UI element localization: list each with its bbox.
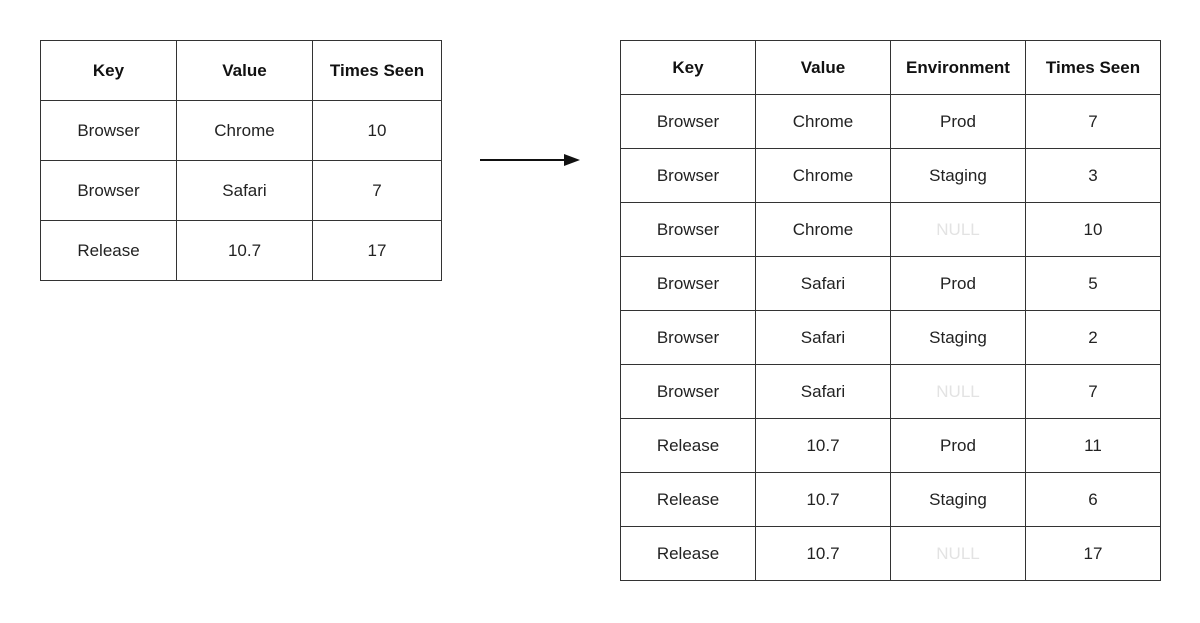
header-key: Key xyxy=(40,40,177,101)
table-after: Key Value Environment Times Seen Browser… xyxy=(620,40,1161,581)
cell-times-seen: 17 xyxy=(1025,526,1161,581)
cell-environment: Staging xyxy=(890,310,1026,365)
cell-value: 10.7 xyxy=(755,526,891,581)
cell-key: Browser xyxy=(620,310,756,365)
table-row: Browser Chrome 10 xyxy=(40,100,442,161)
cell-environment: Staging xyxy=(890,472,1026,527)
cell-key: Browser xyxy=(40,100,177,161)
cell-key: Browser xyxy=(620,364,756,419)
cell-times-seen: 5 xyxy=(1025,256,1161,311)
header-row: Key Value Environment Times Seen xyxy=(620,40,1161,95)
table-row: Browser Chrome Staging 3 xyxy=(620,148,1161,203)
cell-environment: Prod xyxy=(890,256,1026,311)
cell-value: 10.7 xyxy=(755,418,891,473)
cell-key: Browser xyxy=(40,160,177,221)
header-times-seen: Times Seen xyxy=(1025,40,1161,95)
cell-value: Chrome xyxy=(755,94,891,149)
table-row: Release 10.7 Prod 11 xyxy=(620,418,1161,473)
table-row: Browser Safari Staging 2 xyxy=(620,310,1161,365)
cell-environment-null: NULL xyxy=(890,202,1026,257)
cell-times-seen: 6 xyxy=(1025,472,1161,527)
right-arrow-icon xyxy=(480,154,580,166)
cell-value: Chrome xyxy=(176,100,313,161)
table-row: Browser Safari 7 xyxy=(40,160,442,221)
table-row: Browser Chrome NULL 10 xyxy=(620,202,1161,257)
table-row: Release 10.7 NULL 17 xyxy=(620,526,1161,581)
header-value: Value xyxy=(755,40,891,95)
cell-value: Safari xyxy=(755,364,891,419)
cell-times-seen: 17 xyxy=(312,220,442,281)
cell-key: Release xyxy=(620,472,756,527)
cell-times-seen: 2 xyxy=(1025,310,1161,365)
cell-key: Release xyxy=(620,526,756,581)
cell-value: 10.7 xyxy=(176,220,313,281)
table-row: Browser Chrome Prod 7 xyxy=(620,94,1161,149)
header-row: Key Value Times Seen xyxy=(40,40,442,101)
cell-times-seen: 11 xyxy=(1025,418,1161,473)
cell-value: Safari xyxy=(755,256,891,311)
header-key: Key xyxy=(620,40,756,95)
cell-environment-null: NULL xyxy=(890,526,1026,581)
cell-times-seen: 7 xyxy=(312,160,442,221)
cell-times-seen: 10 xyxy=(1025,202,1161,257)
table-row: Release 10.7 Staging 6 xyxy=(620,472,1161,527)
cell-environment: Prod xyxy=(890,94,1026,149)
cell-times-seen: 10 xyxy=(312,100,442,161)
header-environment: Environment xyxy=(890,40,1026,95)
cell-times-seen: 7 xyxy=(1025,364,1161,419)
table-row: Release 10.7 17 xyxy=(40,220,442,281)
arrow-head xyxy=(564,154,580,166)
cell-times-seen: 3 xyxy=(1025,148,1161,203)
cell-value: Safari xyxy=(176,160,313,221)
cell-environment: Prod xyxy=(890,418,1026,473)
cell-key: Release xyxy=(620,418,756,473)
cell-value: Chrome xyxy=(755,202,891,257)
cell-key: Release xyxy=(40,220,177,281)
cell-key: Browser xyxy=(620,94,756,149)
table-row: Browser Safari Prod 5 xyxy=(620,256,1161,311)
cell-times-seen: 7 xyxy=(1025,94,1161,149)
cell-environment: Staging xyxy=(890,148,1026,203)
cell-key: Browser xyxy=(620,148,756,203)
header-value: Value xyxy=(176,40,313,101)
header-times-seen: Times Seen xyxy=(312,40,442,101)
cell-value: 10.7 xyxy=(755,472,891,527)
table-row: Browser Safari NULL 7 xyxy=(620,364,1161,419)
cell-value: Chrome xyxy=(755,148,891,203)
cell-key: Browser xyxy=(620,256,756,311)
cell-key: Browser xyxy=(620,202,756,257)
cell-environment-null: NULL xyxy=(890,364,1026,419)
cell-value: Safari xyxy=(755,310,891,365)
table-before: Key Value Times Seen Browser Chrome 10 B… xyxy=(40,40,442,281)
